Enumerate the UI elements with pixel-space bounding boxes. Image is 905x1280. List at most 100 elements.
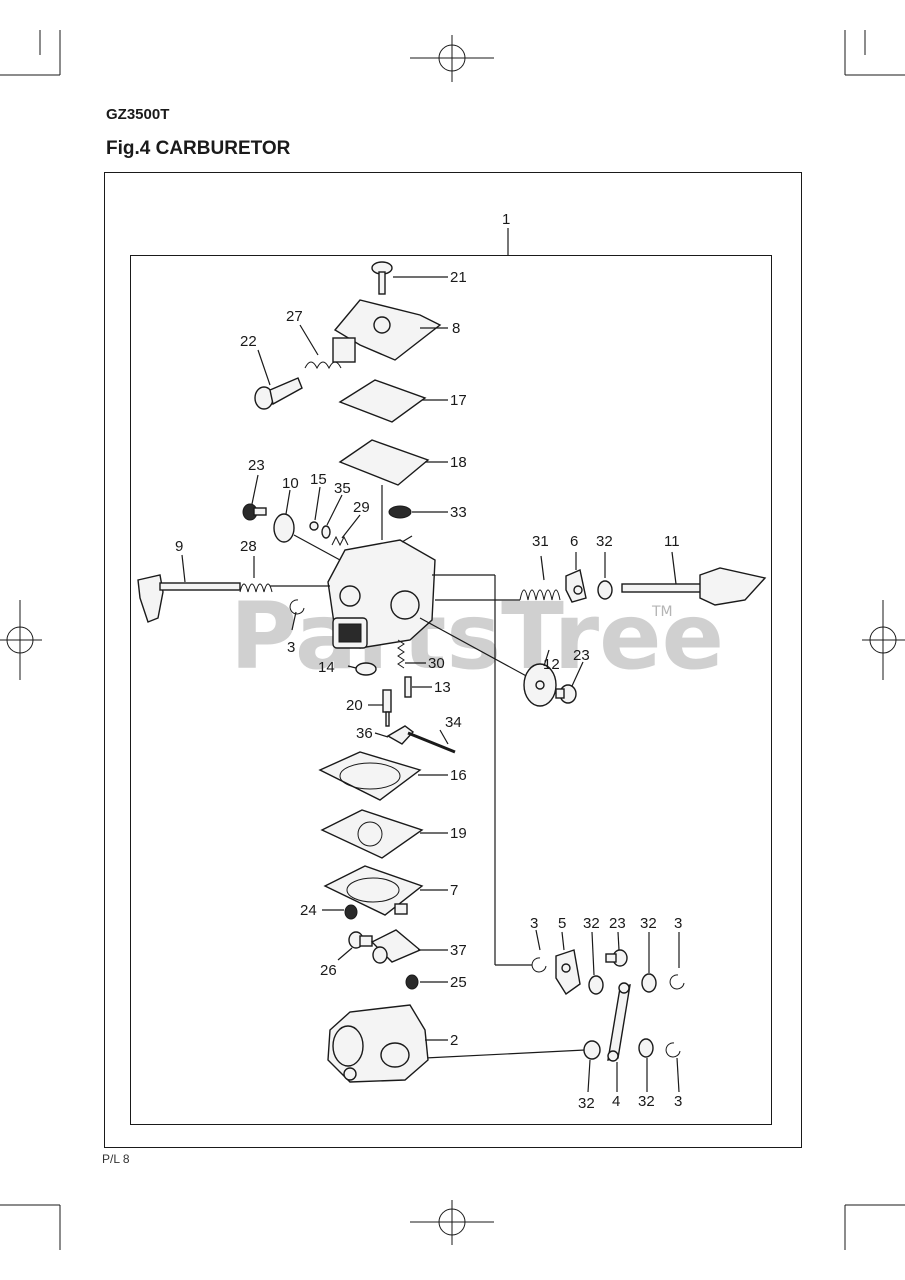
watermark-text: PartsTree (230, 583, 724, 690)
part-32-washer-b (641, 932, 657, 993)
callout-20: 20 (346, 697, 363, 714)
callout-26: 26 (320, 962, 337, 979)
part-32-washer-c (583, 1040, 601, 1093)
part-9-throttle-shaft (137, 554, 241, 623)
assembly-frame (130, 255, 772, 1125)
callout-28: 28 (240, 538, 257, 555)
callout-3: 3 (674, 915, 682, 932)
part-21-screw (371, 261, 448, 295)
part-18-diaphragm (338, 439, 448, 540)
callout-30: 30 (428, 655, 445, 672)
outer-frame (104, 172, 802, 1148)
part-31-spring (519, 555, 561, 601)
callout-33: 33 (450, 504, 467, 521)
part-33-needle-seat (388, 505, 448, 519)
callout-15: 15 (310, 471, 327, 488)
callout-23: 23 (609, 915, 626, 932)
part-3-clip-b (669, 932, 685, 990)
callout-16: 16 (450, 767, 467, 784)
watermark-trademark: TM (651, 604, 673, 620)
part-29-spring (331, 514, 361, 547)
part-17-gasket (338, 379, 448, 423)
callout-2: 2 (450, 1032, 458, 1049)
callout-9: 9 (175, 538, 183, 555)
callout-1: 1 (502, 211, 510, 228)
part-10-disc (273, 489, 341, 561)
callout-8: 8 (452, 320, 460, 337)
callout-labels: 1 21 8 27 22 17 18 23 10 15 35 29 33 9 2… (175, 211, 682, 1112)
part-12-choke-plate (523, 649, 557, 707)
callout-17: 17 (450, 392, 467, 409)
part-3-clip-c (665, 1042, 681, 1093)
callout-14: 14 (318, 659, 335, 676)
callout-5: 5 (558, 915, 566, 932)
part-2-adapter (327, 1004, 448, 1083)
part-36-lever (374, 725, 415, 745)
part-20-screw (368, 689, 392, 727)
part-32-washer-a (588, 931, 604, 995)
part-26-screw (337, 931, 373, 961)
part-37-bracket (370, 929, 448, 964)
callout-32: 32 (640, 915, 657, 932)
callout-34: 34 (445, 714, 462, 731)
callout-12: 12 (543, 656, 560, 673)
part-8-pump-cover (332, 299, 448, 363)
part-23-screw-top (242, 474, 267, 521)
callout-23: 23 (573, 647, 590, 664)
callout-31: 31 (532, 533, 549, 550)
callout-19: 19 (450, 825, 467, 842)
callout-13: 13 (434, 679, 451, 696)
callout-18: 18 (450, 454, 467, 471)
part-3-clip-a (531, 929, 547, 973)
part-32-washer-top (597, 552, 613, 600)
part-25-screw (405, 974, 448, 990)
part-15-ball (309, 486, 321, 531)
callout-35: 35 (334, 480, 351, 497)
callout-11: 11 (664, 533, 680, 550)
part-22-screw (254, 349, 303, 410)
part-11-choke-shaft (621, 551, 767, 606)
callout-6: 6 (570, 533, 578, 550)
callout-3: 3 (287, 639, 295, 656)
callout-29: 29 (353, 499, 370, 516)
crop-marks (0, 30, 905, 1250)
part-23-screw-mid (555, 661, 584, 704)
callout-32: 32 (583, 915, 600, 932)
part-14-plug (347, 662, 377, 676)
callout-32: 32 (638, 1093, 655, 1110)
part-24-screw (322, 904, 358, 920)
callout-36: 36 (356, 725, 373, 742)
part-6-choke-lever (565, 552, 587, 603)
part-32-washer-d (638, 1038, 654, 1092)
callout-10: 10 (282, 475, 299, 492)
callout-24: 24 (300, 902, 317, 919)
callout-7: 7 (450, 882, 458, 899)
callout-21: 21 (450, 269, 467, 286)
callout-27: 27 (286, 308, 303, 325)
callout-37: 37 (450, 942, 467, 959)
page-label: P/L 8 (102, 1152, 130, 1166)
part-7-pump-cover (323, 865, 448, 916)
callout-32: 32 (596, 533, 613, 550)
part-16-gasket (318, 751, 448, 801)
part-27-spring (299, 324, 342, 370)
model-number: GZ3500T (106, 106, 170, 123)
shaft-axis (270, 574, 586, 1059)
part-19-diaphragm (320, 809, 448, 859)
part-30-spring (397, 639, 426, 669)
carburetor-body (327, 535, 436, 649)
part-3-clip-left (289, 599, 305, 631)
part-5-lever (555, 931, 581, 996)
part-4-link-rod (607, 982, 631, 1092)
part-35-ring (321, 494, 343, 539)
figure-title: Fig.4 CARBURETOR (106, 138, 291, 159)
callout-3: 3 (530, 915, 538, 932)
part-23-screw-lower (605, 931, 628, 967)
part-13-needle (404, 676, 432, 698)
callout-22: 22 (240, 333, 257, 350)
callout-4: 4 (612, 1093, 620, 1110)
callout-25: 25 (450, 974, 467, 991)
part-34-pin (407, 729, 456, 754)
part-28-spring (239, 556, 273, 593)
